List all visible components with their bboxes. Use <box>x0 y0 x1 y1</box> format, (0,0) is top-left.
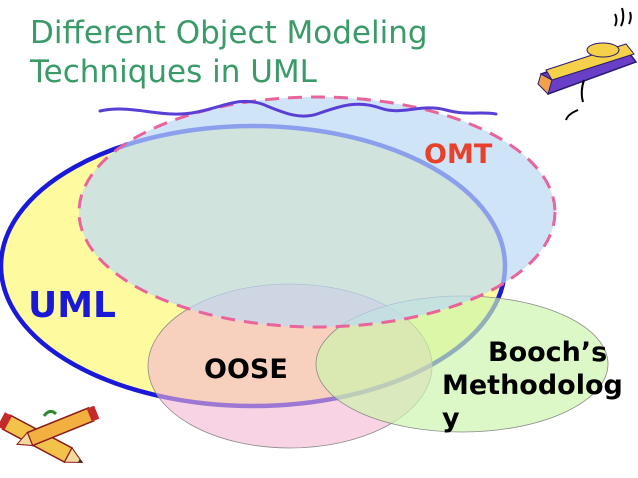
slide-title-line-2: Techniques in UML <box>30 54 317 90</box>
booch-label-line-3: y <box>442 403 460 434</box>
slide-title: Different Object Modeling Techniques in … <box>30 14 428 92</box>
slide-title-line-1: Different Object Modeling <box>30 15 428 51</box>
booch-label: Booch’s Methodolog y <box>442 336 623 435</box>
omt-label: OMT <box>424 139 493 170</box>
uml-label: UML <box>28 285 116 326</box>
scribble-line-icon <box>98 99 498 118</box>
pencil-clipart-icon <box>537 7 638 121</box>
oose-label: OOSE <box>204 354 288 385</box>
booch-label-line-1: Booch’s <box>488 337 608 368</box>
crossed-pencils-clipart-icon <box>0 405 100 464</box>
omt-ellipse <box>77 95 557 329</box>
booch-label-line-2: Methodolog <box>442 370 623 401</box>
